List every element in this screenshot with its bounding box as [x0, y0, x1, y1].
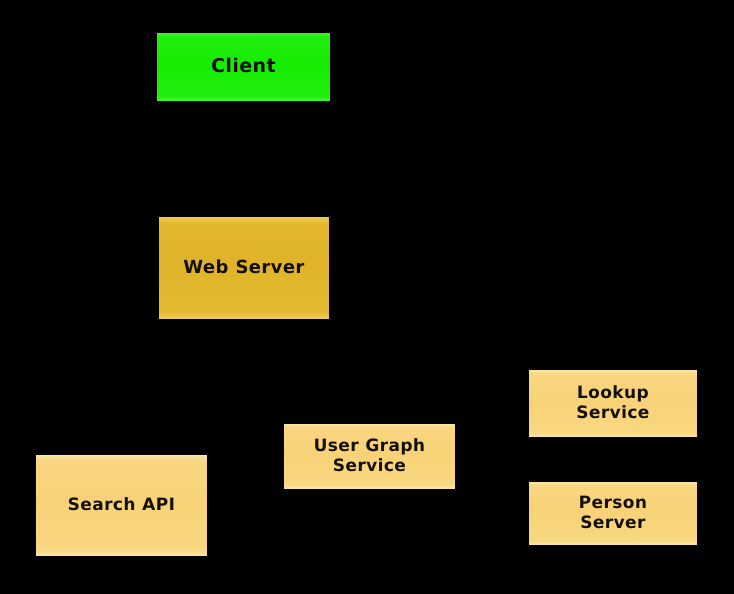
diagram-node-client[interactable]: Client [157, 33, 330, 101]
diagram-node-label-client: Client [211, 55, 276, 78]
diagram-node-web-server[interactable]: Web Server [159, 217, 329, 319]
diagram-node-person-server[interactable]: Person Server [529, 482, 697, 545]
diagram-node-lookup-service[interactable]: Lookup Service [529, 370, 697, 437]
diagram-node-label-lookup-service: Lookup Service [576, 383, 650, 423]
diagram-node-label-web-server: Web Server [183, 256, 305, 278]
diagram-node-label-person-server: Person Server [578, 493, 648, 533]
diagram-node-label-user-graph-service: User Graph Service [313, 436, 426, 476]
diagram-node-search-api[interactable]: Search API [36, 455, 207, 556]
diagram-node-user-graph-service[interactable]: User Graph Service [284, 424, 455, 489]
diagram-node-label-search-api: Search API [67, 494, 176, 515]
